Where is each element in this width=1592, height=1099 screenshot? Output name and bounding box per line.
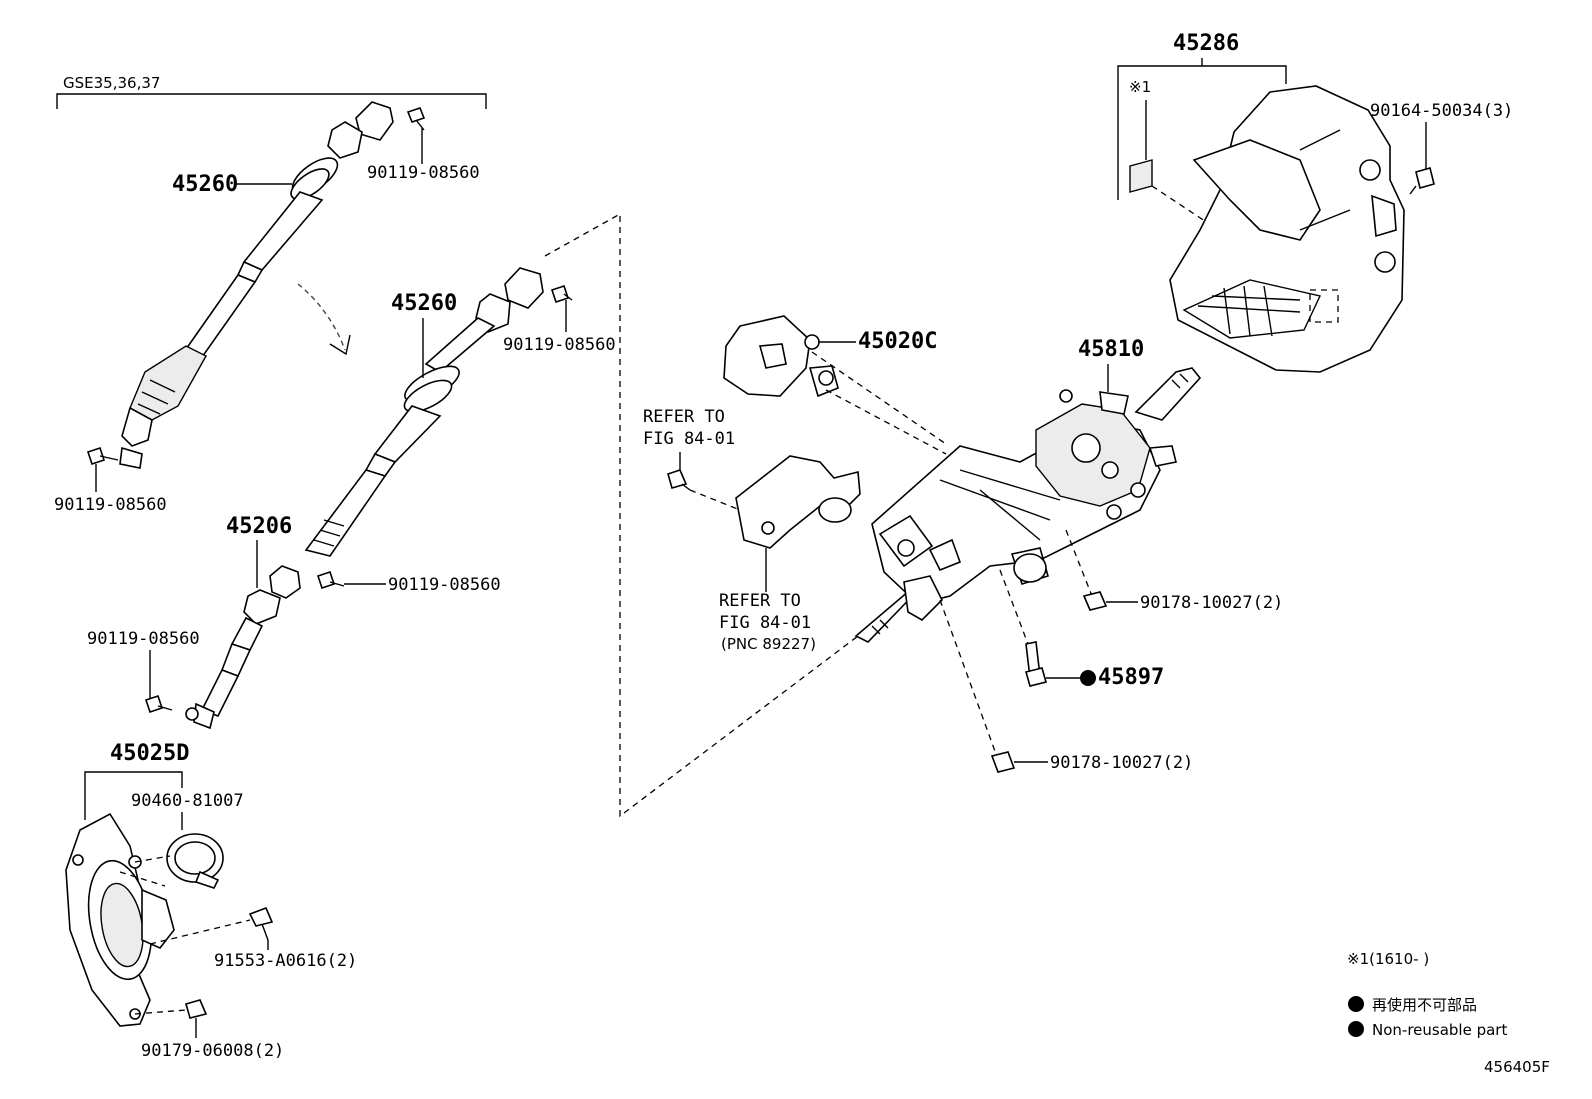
steering-column-cover-45286[interactable] [1169,85,1405,373]
bolt-90119-lower-label: 90119-08560 [87,629,200,649]
bolt-90460-label: 90460-81007 [131,791,244,811]
bolt-90164-label: 90164-50034(3) [1370,101,1513,121]
refer-lower-line3: (PNC 89227) [721,635,816,653]
bolt-icon [550,284,573,304]
bolt-icon [86,446,119,466]
mark-1-label: ※1 [1129,78,1151,96]
refer-upper-line1: REFER TO [643,407,725,427]
intermediate-shaft-middle[interactable] [304,267,544,557]
non-reusable-mark-icon [1080,670,1096,686]
bolt-icon [406,107,426,131]
refer-lower-line2: FIG 84-01 [719,613,811,633]
sensor-45020c[interactable] [723,315,839,398]
bolt-icon [1025,641,1047,687]
bolt-90119-top-label: 90119-08560 [367,163,480,183]
part-45260-label-a: 45260 [172,172,238,197]
refer-upper-line2: FIG 84-01 [643,429,735,449]
dash-boot-45025d[interactable] [65,812,175,1027]
curved-arrow-icon [297,283,351,356]
intermediate-shaft-upper[interactable] [119,101,394,469]
lower-shaft-45206[interactable] [185,565,301,730]
bolt-icon [248,906,274,941]
bolt-91553-label: 91553-A0616(2) [214,951,357,971]
nut-90179-label: 90179-06008(2) [141,1041,284,1061]
bolt-icon [144,694,173,714]
part-45020c-label: 45020C [858,329,937,354]
group-label: GSE35,36,37 [63,74,160,92]
refer-lower-line1: REFER TO [719,591,801,611]
legend-dot-icon [1348,1021,1364,1037]
part-45025d-label: 45025D [110,741,189,766]
nut-icon [990,751,1016,773]
nut-icon [1082,591,1108,611]
bolt-icon [316,570,345,590]
column-cover-bracket[interactable] [735,455,861,549]
bolt-90119-45206-label: 90119-08560 [388,575,501,595]
part-45206-label: 45206 [226,514,292,539]
part-45810-label: 45810 [1078,337,1144,362]
nut-icon [185,999,208,1019]
part-45260-label-b: 45260 [391,291,457,316]
bolt-icon [667,469,691,491]
mark-1-range: ※1(1610- ) [1347,950,1429,968]
nut-90178-b-label: 90178-10027(2) [1050,753,1193,773]
steering-column-45810[interactable] [854,367,1202,643]
figure-id: 456405F [1484,1058,1550,1076]
clamp-90460[interactable] [166,833,224,889]
bolt-icon [1409,167,1435,195]
nut-90178-a-label: 90178-10027(2) [1140,593,1283,613]
part-45286-label: 45286 [1173,31,1239,56]
legend-dot-icon [1348,996,1364,1012]
bolt-90119-mid-label: 90119-08560 [503,335,616,355]
dashed-leader [544,212,859,818]
group-bracket-gse: GSE35,36,37 [56,74,487,109]
legend-nonreusable-en: Non-reusable part [1372,1021,1507,1039]
part-45897-label: 45897 [1098,665,1164,690]
legend-nonreusable-jp: 再使用不可部品 [1372,996,1477,1014]
bolt-90119-left-label: 90119-08560 [54,495,167,515]
